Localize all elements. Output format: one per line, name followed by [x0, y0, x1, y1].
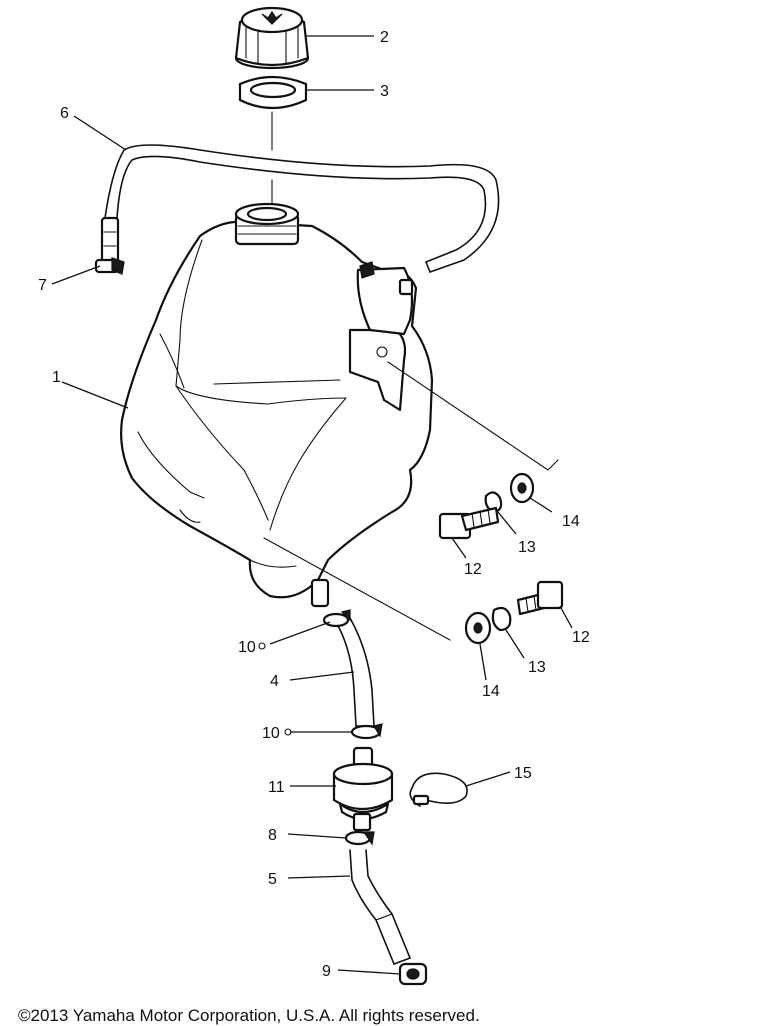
callout-13-upper: 13: [518, 539, 536, 556]
callout-4: 4: [270, 673, 279, 690]
callout-7: 7: [38, 277, 47, 294]
cap-gasket: [238, 75, 308, 110]
hose-clamp-lower: [344, 830, 375, 846]
callout-11: 11: [268, 779, 285, 796]
callout-14-lower: 14: [482, 683, 500, 700]
leader-dot-10a: [258, 642, 266, 650]
assembly-line-upper-mount: [387, 361, 549, 471]
fuel-filter: [332, 746, 394, 832]
callout-1: 1: [52, 369, 61, 386]
callout-10-upper: 10: [238, 639, 256, 656]
copyright-notice: ©2013 Yamaha Motor Corporation, U.S.A. A…: [18, 1006, 480, 1025]
callout-13-lower: 13: [528, 659, 546, 676]
callout-9: 9: [322, 963, 331, 980]
fuel-hose-upper: [335, 617, 375, 727]
filter-clip: [409, 772, 468, 807]
lower-lock-washer: [491, 606, 512, 632]
fuel-cap: [234, 6, 310, 70]
hose-clamp-upper: [322, 609, 351, 628]
callout-3: 3: [380, 83, 389, 100]
breather-hose: [104, 144, 500, 273]
callout-6: 6: [60, 105, 69, 122]
callout-14-upper: 14: [562, 513, 580, 530]
callout-2: 2: [380, 29, 389, 46]
callout-labels: 2 3 6 7 1 14 13 12 12 13 14 10 4 10 11 8…: [38, 29, 590, 980]
hose-clamp-middle: [350, 723, 383, 740]
callout-12-lower: 12: [572, 629, 590, 646]
assembly-line-upper-mount-tick: [547, 459, 559, 471]
callout-8: 8: [268, 827, 277, 844]
drain-plug: [398, 962, 428, 986]
callout-15: 15: [514, 765, 532, 782]
leader-dot-10b: [284, 728, 292, 736]
lower-washer: [464, 611, 492, 645]
assembly-line-lower-mount: [263, 537, 451, 641]
fuel-tank: [120, 202, 434, 608]
fuel-hose-lower: [349, 849, 411, 965]
upper-bolt: [438, 506, 500, 540]
lower-bolt: [516, 580, 564, 616]
callout-12-upper: 12: [464, 561, 482, 578]
callout-5: 5: [268, 871, 277, 888]
leader-lines: [51, 35, 573, 975]
upper-washer: [509, 472, 535, 504]
breather-fitting: [94, 216, 125, 275]
callout-10-lower: 10: [262, 725, 280, 742]
upper-lock-washer: [484, 491, 503, 514]
